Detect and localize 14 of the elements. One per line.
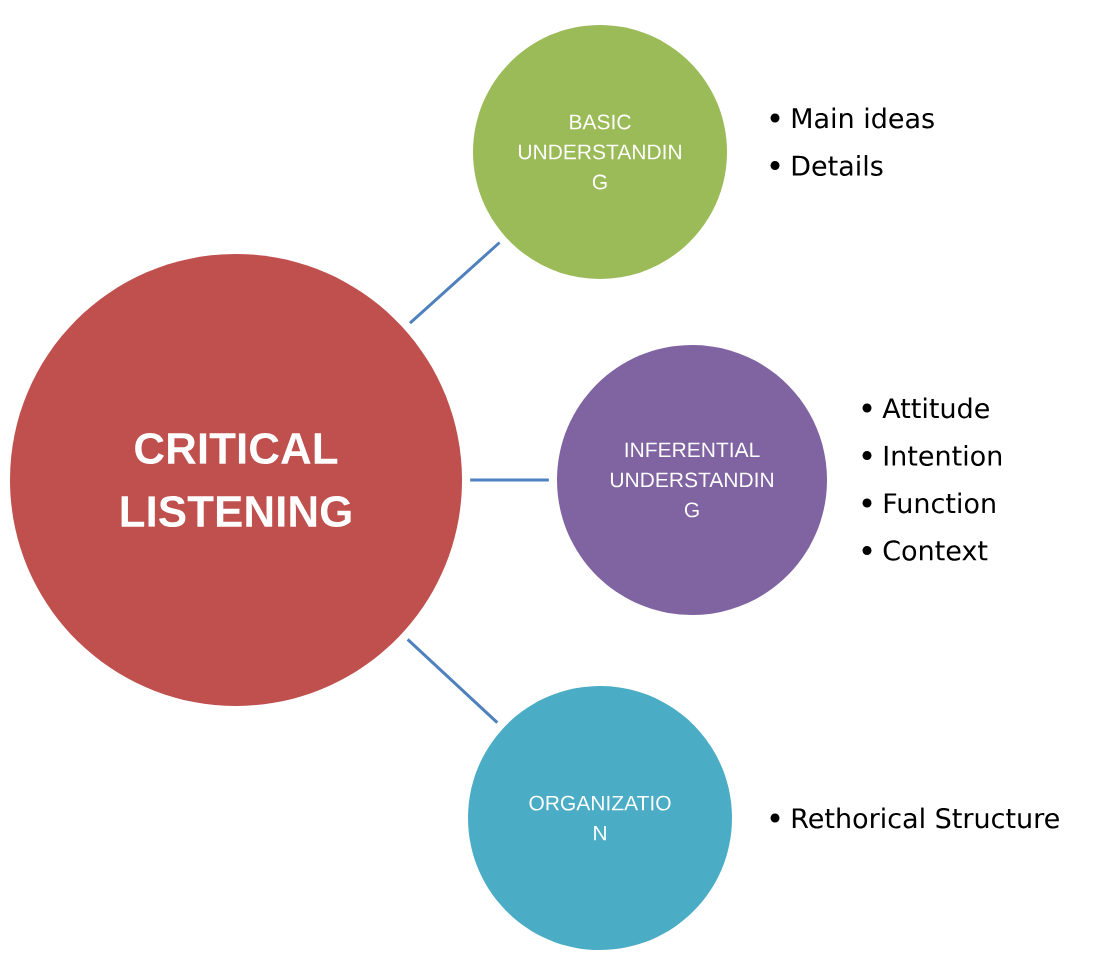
- circle-node: CRITICAL LISTENING: [10, 254, 462, 706]
- bullet-text: Rethorical Structure: [792, 807, 1059, 829]
- connector-line: [409, 241, 501, 325]
- connector-line: [406, 638, 499, 724]
- circle-node: ORGANIZATIO N: [468, 686, 732, 950]
- bullet-text: Intention: [884, 445, 1002, 466]
- bullet-text: Main ideas: [792, 107, 934, 129]
- circle-node: INFERENTIAL UNDERSTANDIN G: [557, 345, 827, 615]
- bullet-text: Context: [883, 540, 988, 561]
- circle-node: BASIC UNDERSTANDIN G: [473, 25, 727, 279]
- bullet-text: Function: [884, 492, 995, 514]
- bullet-text: Attitude: [882, 397, 989, 419]
- connector-line: [470, 478, 549, 482]
- bullet-text: Details: [792, 155, 883, 176]
